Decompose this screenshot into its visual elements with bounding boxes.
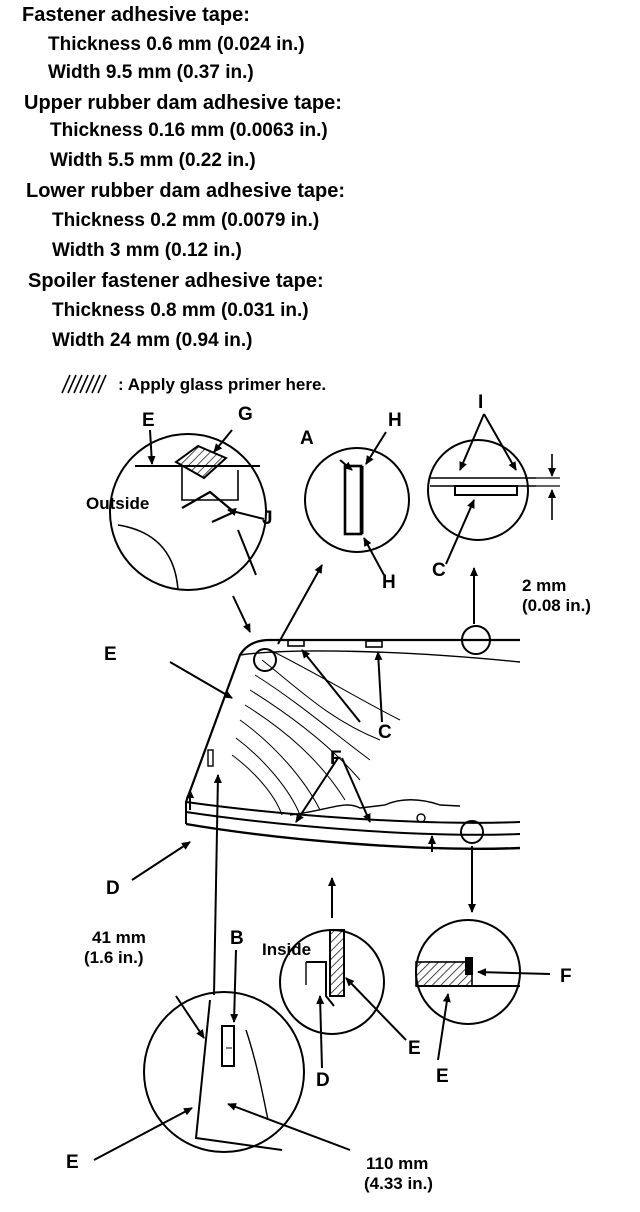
label-g: G [238,404,253,425]
label-f-detail: F [560,966,572,987]
label-dim-110mm: 110 mm [366,1154,429,1173]
spec-thickness-fastener: Thickness 0.6 mm (0.024 in.) [48,34,305,55]
label-a: A [300,428,314,449]
label-d-main: D [106,878,120,899]
label-e-inside: E [408,1038,421,1059]
spec-heading-upper-dam: Upper rubber dam adhesive tape: [24,92,342,114]
label-dim-110mm-in: (4.33 in.) [364,1174,433,1193]
label-outside: Outside [86,494,150,513]
label-j: J [262,508,273,529]
spec-thickness-lower-dam: Thickness 0.2 mm (0.0079 in.) [52,210,320,231]
label-inside: Inside [262,940,312,959]
spec-width-fastener: Width 9.5 mm (0.37 in.) [48,62,254,83]
label-dim-2mm: 2 mm [522,576,567,595]
label-e-detail: E [142,410,155,431]
label-dim-2mm-in: (0.08 in.) [522,596,591,615]
spec-heading-spoiler: Spoiler fastener adhesive tape: [28,270,324,292]
label-c-main: C [378,722,392,743]
label-h-top: H [388,410,402,431]
spec-width-lower-dam: Width 3 mm (0.12 in.) [52,240,242,261]
spec-width-spoiler: Width 24 mm (0.94 in.) [52,330,253,351]
detail-circle-molding [304,447,410,553]
label-f-main: F [330,748,342,769]
spec-width-upper-dam: Width 5.5 mm (0.22 in.) [50,150,256,171]
label-e-main: E [104,644,117,665]
spec-heading-lower-dam: Lower rubber dam adhesive tape: [26,180,345,202]
legend-text: : Apply glass primer here. [118,375,327,394]
detail-circle-upper-dam [427,439,529,541]
label-dim-41mm: 41 mm [92,928,146,947]
label-c-detail: C [432,560,446,581]
spec-heading-fastener: Fastener adhesive tape: [22,4,250,26]
primer-hatch-legend-icon [61,374,107,394]
spec-thickness-spoiler: Thickness 0.8 mm (0.031 in.) [52,300,309,321]
label-dim-41mm-in: (1.6 in.) [84,948,144,967]
label-d-inside: D [316,1070,330,1091]
spec-thickness-upper-dam: Thickness 0.16 mm (0.0063 in.) [50,120,328,141]
label-i: I [478,392,484,413]
detail-circle-spoiler [143,991,305,1153]
label-h-bottom: H [382,572,396,593]
detail-circle-fastener [109,433,267,591]
label-b: B [230,928,244,949]
label-e-right: E [436,1066,449,1087]
label-e-bottom: E [66,1152,79,1173]
